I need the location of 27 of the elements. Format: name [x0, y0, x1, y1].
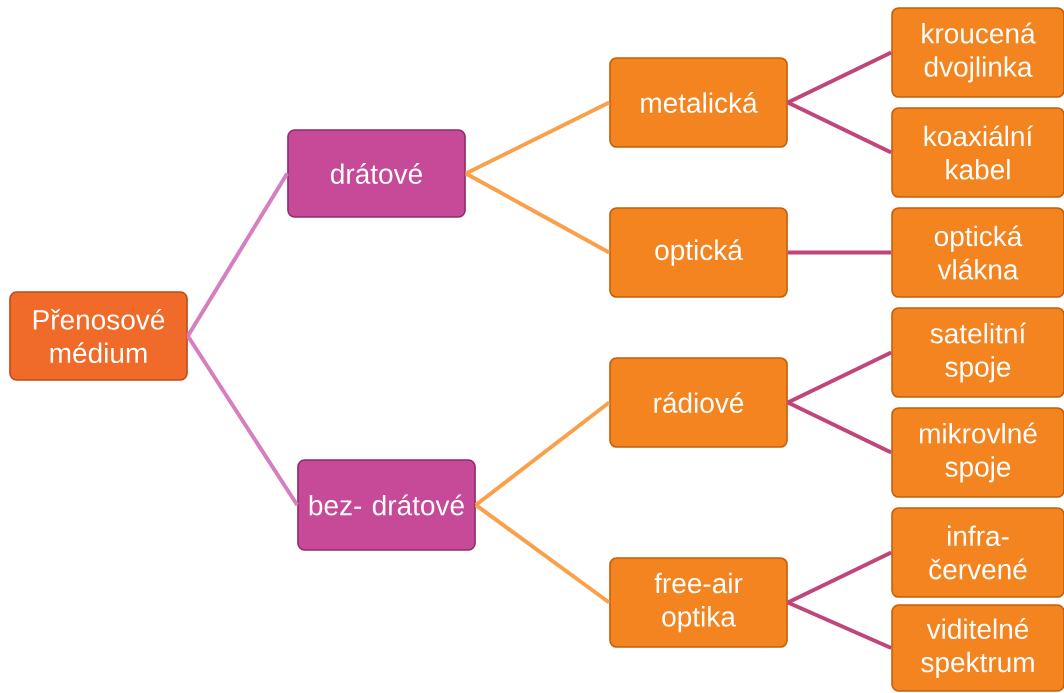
- node-box: bez- drátové: [297, 459, 476, 551]
- node-box: infra- červené: [891, 507, 1064, 598]
- connector-line: [786, 400, 893, 455]
- node-box: satelitní spoje: [891, 307, 1064, 398]
- node-box: rádiové: [609, 357, 788, 448]
- node-box: optická: [609, 207, 788, 298]
- connector-line: [787, 250, 892, 255]
- node-box: Přenosové médium: [9, 291, 188, 381]
- connector-line: [464, 100, 611, 176]
- connector-line: [474, 400, 611, 507]
- node-box: kroucená dvojlinka: [891, 7, 1064, 98]
- node-box: optická vlákna: [891, 207, 1064, 298]
- node-box: viditelné spektrum: [891, 604, 1064, 692]
- node-box: metalická: [609, 57, 788, 148]
- node-box: free-air optika: [609, 557, 788, 648]
- node-box: drátové: [287, 129, 466, 218]
- connector-line: [786, 350, 893, 405]
- node-box: mikrovlné spoje: [891, 407, 1064, 498]
- connector-line: [787, 600, 892, 650]
- connector-line: [464, 171, 611, 255]
- connector-line: [786, 550, 893, 605]
- connector-line: [786, 50, 893, 105]
- connector-line: [786, 100, 893, 155]
- node-box: koaxiální kabel: [891, 107, 1064, 198]
- connector-line: [186, 334, 299, 507]
- connector-line: [474, 503, 611, 605]
- connector-line: [186, 172, 289, 338]
